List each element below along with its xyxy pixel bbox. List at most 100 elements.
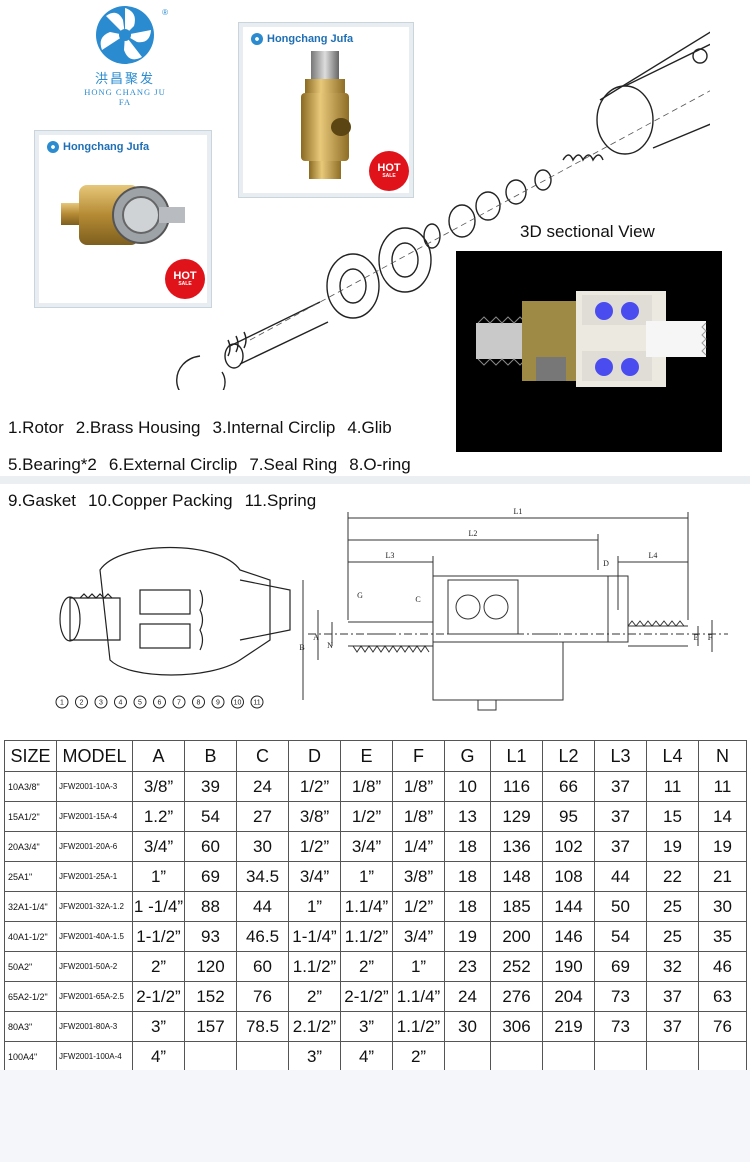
table-cell: 3”	[340, 1011, 393, 1042]
column-header: F	[392, 740, 445, 772]
brand-dot-icon	[251, 33, 263, 45]
table-cell: 11	[646, 771, 699, 802]
table-cell: 50	[594, 891, 647, 922]
table-cell: 24	[444, 981, 491, 1012]
table-cell: 30	[444, 1011, 491, 1042]
dim-N: N	[327, 641, 333, 650]
column-header: C	[236, 740, 289, 772]
table-cell: 63	[698, 981, 747, 1012]
table-cell: 3/8”	[392, 861, 445, 892]
table-cell: 2-1/2”	[132, 981, 185, 1012]
table-cell: 30	[698, 891, 747, 922]
table-cell: 1”	[288, 891, 341, 922]
table-cell: 1/2”	[288, 831, 341, 862]
column-header: L3	[594, 740, 647, 772]
table-cell: 136	[490, 831, 543, 862]
table-cell: 2.1/2”	[288, 1011, 341, 1042]
company-logo: ® 洪昌聚发 HONG CHANG JU FA	[80, 4, 170, 114]
callout-circle	[153, 695, 166, 709]
table-cell	[236, 1041, 289, 1072]
part-label: 11.Spring	[244, 491, 317, 510]
logo-chinese-name: 洪昌聚发	[94, 72, 155, 87]
table-cell: 46	[698, 951, 747, 982]
table-cell: 60	[184, 831, 237, 862]
table-cell: 44	[236, 891, 289, 922]
table-cell: 69	[184, 861, 237, 892]
housing-front	[596, 85, 654, 155]
table-cell: 37	[646, 1011, 699, 1042]
card-brand-2: Hongchang Jufa	[47, 141, 149, 153]
table-cell: JFW2001-25A-1	[56, 861, 133, 892]
part-label: 3.Internal Circlip	[212, 418, 336, 437]
table-cell: 19	[698, 831, 747, 862]
table-cell: 2”	[340, 951, 393, 982]
column-header: SIZE	[4, 740, 57, 772]
table-cell: 95	[542, 801, 595, 832]
column-header: B	[184, 740, 237, 772]
table-cell: 19	[444, 921, 491, 952]
table-cell: 157	[184, 1011, 237, 1042]
column-header: L4	[646, 740, 699, 772]
dim-L1: L1	[514, 507, 523, 516]
table-cell: 76	[698, 1011, 747, 1042]
rotary-joint-side-icon	[61, 185, 185, 245]
part-label: 1.Rotor	[8, 418, 64, 437]
table-cell: 148	[490, 861, 543, 892]
table-cell: 1”	[340, 861, 393, 892]
table-cell: 1/8”	[392, 801, 445, 832]
table-cell: 1.1/4”	[392, 981, 445, 1012]
table-cell: JFW2001-10A-3	[56, 771, 133, 802]
table-cell	[444, 1041, 491, 1072]
table-cell: 34.5	[236, 861, 289, 892]
table-cell: 3”	[132, 1011, 185, 1042]
sectional-render-icon	[476, 291, 707, 387]
table-cell: 46.5	[236, 921, 289, 952]
dim-B: B	[299, 643, 304, 652]
table-cell: 73	[594, 981, 647, 1012]
swirl-logo-icon	[96, 6, 154, 64]
table-cell: 1.1/4”	[340, 891, 393, 922]
callout-circle	[250, 695, 264, 709]
logo-english-name: HONG CHANG JU FA	[84, 87, 166, 107]
table-cell	[490, 1041, 543, 1072]
table-cell: 152	[184, 981, 237, 1012]
engineering-drawing: L1 L2 L3 L4 D G C B A N E F	[299, 507, 728, 711]
table-cell: JFW2001-20A-6	[56, 831, 133, 862]
table-cell	[542, 1041, 595, 1072]
part-label: 4.Glib	[347, 418, 392, 437]
callout-circle	[172, 695, 186, 709]
table-cell: 21	[698, 861, 747, 892]
table-cell	[594, 1041, 647, 1072]
table-cell: 4”	[340, 1041, 393, 1072]
table-cell: 37	[594, 831, 647, 862]
table-cell: JFW2001-40A-1.5	[56, 921, 133, 952]
table-cell: 3/4”	[132, 831, 185, 862]
callout-circle	[192, 695, 205, 709]
callout-number: 7	[177, 700, 181, 707]
table-cell: 116	[490, 771, 543, 802]
table-cell: 219	[542, 1011, 595, 1042]
table-cell: 1.1/2”	[340, 921, 393, 952]
table-cell: 80A3"	[4, 1011, 57, 1042]
column-header: MODEL	[56, 740, 133, 772]
card-brand-label-2: Hongchang Jufa	[63, 141, 150, 153]
table-cell: 54	[184, 801, 237, 832]
table-cell: 30	[236, 831, 289, 862]
rotary-joint-upright-icon	[301, 51, 351, 179]
callout-number: 11	[253, 700, 260, 707]
table-cell: 19	[646, 831, 699, 862]
table-cell: 78.5	[236, 1011, 289, 1042]
card-brand-label: Hongchang Jufa	[267, 33, 354, 45]
table-cell: 1/2”	[340, 801, 393, 832]
table-cell	[184, 1041, 237, 1072]
table-cell: 200	[490, 921, 543, 952]
table-cell: 129	[490, 801, 543, 832]
table-cell: 2”	[132, 951, 185, 982]
